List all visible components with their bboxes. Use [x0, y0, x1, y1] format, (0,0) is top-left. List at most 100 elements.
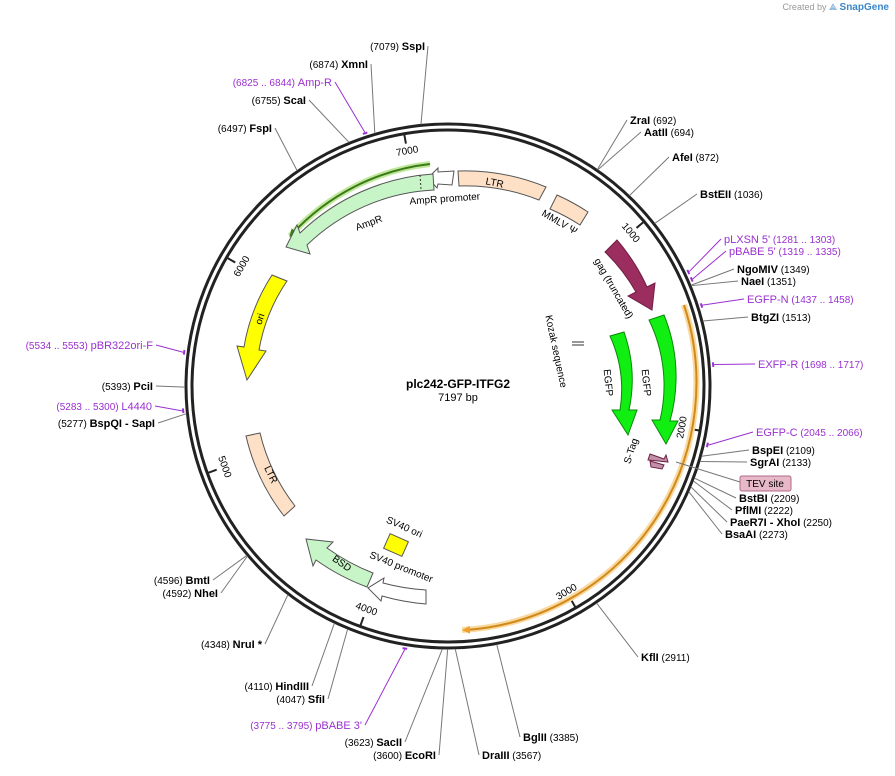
enzyme-site-aatii[interactable]: AatII (694): [597, 127, 694, 171]
enzyme-position: (1036): [731, 190, 763, 201]
primer-pbabe-3-[interactable]: (3775 .. 3795) pBABE 3': [250, 647, 408, 732]
feature-gag[interactable]: gag (truncated): [591, 239, 656, 321]
feature-egfp-outer[interactable]: EGFP: [639, 314, 679, 446]
enzyme-name: NheI: [194, 588, 218, 600]
feature-sv40-ori[interactable]: SV40 ori: [382, 515, 424, 558]
enzyme-site-bspqi-sapi[interactable]: (5277) BspQI - SapI: [58, 413, 187, 430]
enzyme-label: (6497) FspI: [218, 123, 272, 135]
enzyme-site-draiii[interactable]: DraIII (3567): [454, 648, 541, 762]
enzyme-site-ngomiv[interactable]: NgoMIV (1349): [690, 264, 810, 286]
enzyme-name: BglII: [523, 732, 547, 744]
enzyme-position: (2109): [783, 446, 815, 457]
enzyme-site-bmti[interactable]: (4596) BmtI: [154, 555, 248, 587]
enzyme-leader: [701, 449, 750, 457]
enzyme-name: ZraI: [630, 115, 650, 127]
enzyme-site-bglii[interactable]: BglII (3385): [496, 644, 579, 744]
enzyme-label: (5277) BspQI - SapI: [58, 418, 155, 430]
enzyme-name: PciI: [133, 381, 153, 393]
feature-s-tag[interactable]: S-Tag: [622, 437, 669, 470]
feature-egfp-inner[interactable]: EGFP: [601, 331, 638, 437]
enzyme-site-btgzi[interactable]: BtgZI (1513): [702, 312, 811, 324]
feature-sv40-promoter[interactable]: SV40 promoter: [367, 550, 435, 605]
enzyme-site-sgrai[interactable]: SgrAI (2133): [699, 457, 811, 469]
primer-name: pBABE 3': [315, 720, 362, 732]
mmlv-psi-shape: [549, 194, 589, 226]
enzyme-site-pflmi[interactable]: PflMI (2222): [692, 480, 793, 517]
enzyme-label: AatII (694): [644, 127, 694, 139]
enzyme-site-pcii[interactable]: (5393) PciI: [102, 381, 186, 393]
ori-shape: [236, 274, 288, 382]
egfp-inner-label: EGFP: [601, 369, 615, 398]
primer-leader: [155, 344, 184, 353]
primer-leader: [334, 81, 366, 133]
enzyme-leader: [691, 280, 739, 287]
primer-position: (1319 .. 1335): [776, 247, 841, 258]
enzyme-name: FspI: [249, 123, 272, 135]
enzyme-site-bsteii[interactable]: BstEII (1036): [654, 189, 763, 224]
enzyme-site-bspei[interactable]: BspEI (2109): [701, 445, 815, 457]
primer-exfp-r[interactable]: EXFP-R (1698 .. 1717): [711, 359, 863, 371]
feature-ori[interactable]: ori: [236, 274, 288, 382]
gag-shape: [604, 239, 656, 311]
enzyme-name: BstEII: [700, 189, 731, 201]
enzyme-site-bsaai[interactable]: BsaAI (2273): [688, 491, 788, 541]
s-tag-label: S-Tag: [622, 437, 641, 465]
feature-bsd[interactable]: BSD: [305, 538, 374, 588]
enzyme-name: BtgZI: [751, 312, 779, 324]
primer-leader: [688, 238, 722, 272]
primer-name: L4440: [121, 401, 152, 413]
enzyme-site-naei[interactable]: NaeI (1351): [691, 276, 796, 288]
tev-badge: [739, 475, 792, 492]
primer-egfp-c[interactable]: EGFP-C (2045 .. 2066): [705, 427, 863, 448]
enzyme-name: SgrAI: [750, 457, 779, 469]
egfp-inner-shape: [609, 331, 638, 437]
ampr-promoter-label: AmpR promoter: [409, 192, 481, 208]
primer-plxsn-5-[interactable]: pLXSN 5' (1281 .. 1303): [686, 234, 835, 275]
plasmid-name: plc242-GFP-ITFG2: [406, 377, 510, 391]
enzyme-site-kfli[interactable]: KflI (2911): [596, 602, 690, 664]
enzyme-position: (6874): [309, 60, 341, 71]
enzyme-label: (7079) SspI: [370, 41, 425, 53]
primer-egfp-n[interactable]: EGFP-N (1437 .. 1458): [699, 294, 854, 309]
enzyme-name: NaeI: [741, 276, 764, 288]
primer-l4440[interactable]: (5283 .. 5300) L4440: [56, 401, 185, 414]
enzyme-site-sacii[interactable]: (3623) SacII: [345, 648, 443, 749]
primer-name: EGFP-N: [747, 294, 789, 306]
enzyme-site-scai[interactable]: (6755) ScaI: [252, 95, 350, 143]
feature-ltr[interactable]: LTR: [457, 170, 547, 201]
enzyme-site-bstbi[interactable]: BstBI (2209): [694, 477, 799, 505]
enzyme-site-sspi[interactable]: (7079) SspI: [370, 41, 429, 125]
enzyme-name: BsaAI: [725, 529, 756, 541]
enzyme-site-hindiii[interactable]: (4110) HindIII: [244, 623, 335, 693]
created-by-text: Created by: [782, 2, 827, 12]
enzyme-label: AfeI (872): [672, 152, 719, 164]
feature-kozak[interactable]: Kozak sequence: [542, 314, 584, 389]
enzyme-site-zrai[interactable]: ZraI (692): [596, 115, 676, 170]
primer-leader: [702, 298, 745, 306]
enzyme-site-ecori[interactable]: (3600) EcoRI: [373, 648, 449, 762]
enzyme-site-afei[interactable]: AfeI (872): [629, 152, 719, 196]
enzyme-position: (4596): [154, 576, 186, 587]
enzyme-site-nrui-[interactable]: (4348) NruI *: [201, 594, 289, 651]
primer-pbr322ori-f[interactable]: (5534 .. 5553) pBR322ori-F: [26, 340, 186, 355]
enzyme-site-nhei[interactable]: (4592) NheI: [162, 555, 248, 600]
enzyme-position: (2273): [756, 530, 788, 541]
feature-tev-site[interactable]: TEV site: [675, 461, 792, 492]
primer-mark: [182, 349, 186, 355]
enzyme-leader: [654, 193, 698, 224]
primer-label: pBABE 5' (1319 .. 1335): [729, 246, 841, 258]
enzyme-leader: [597, 131, 642, 171]
enzyme-label: (4592) NheI: [162, 588, 218, 600]
enzyme-site-xmni[interactable]: (6874) XmnI: [309, 59, 376, 134]
enzyme-site-fspi[interactable]: (6497) FspI: [218, 123, 298, 171]
enzyme-name: BspQI - SapI: [90, 418, 155, 430]
primer-amp-r[interactable]: (6825 .. 6844) Amp-R: [233, 77, 368, 135]
primer-pbabe-5-[interactable]: pBABE 5' (1319 .. 1335): [689, 246, 841, 282]
enzyme-site-paer7i-xhoi[interactable]: PaeR7I - XhoI (2250): [690, 486, 832, 529]
enzyme-site-sfii[interactable]: (4047) SfiI: [276, 628, 349, 706]
primer-sites: (6825 .. 6844) Amp-R (5534 .. 5553) pBR32…: [26, 77, 864, 732]
enzyme-name: NgoMIV: [737, 264, 779, 276]
feature-mmlv-psi[interactable]: MMLV Ψ: [539, 194, 589, 237]
enzyme-label: PaeR7I - XhoI (2250): [730, 517, 832, 529]
feature-ltr-2[interactable]: LTR: [245, 432, 296, 517]
